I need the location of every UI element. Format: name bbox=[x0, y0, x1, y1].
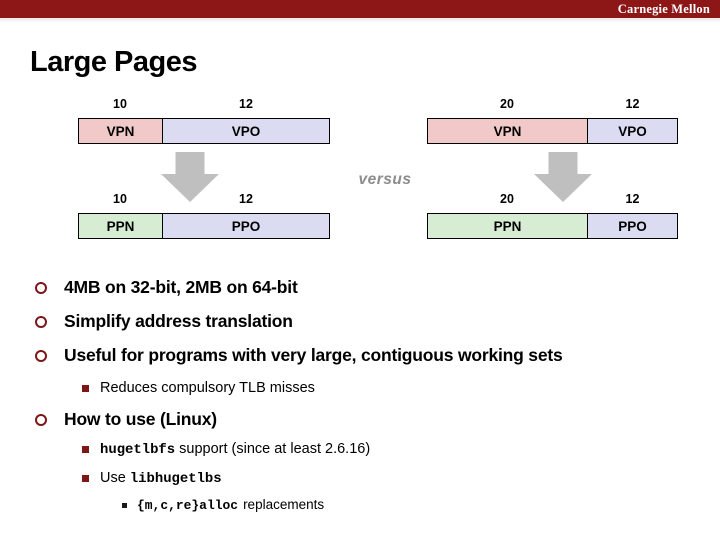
ppn-field-box: PPN bbox=[78, 213, 163, 239]
bullet-item: How to use (Linux) bbox=[35, 409, 217, 430]
bit-width-label: 12 bbox=[239, 97, 253, 111]
square-bullet-icon bbox=[82, 446, 89, 453]
ppo-field-box: PPO bbox=[587, 213, 678, 239]
vpn-field-box: VPN bbox=[78, 118, 163, 144]
sub-bullet-item: Reduces compulsory TLB misses bbox=[82, 380, 315, 396]
bullet-item: 4MB on 32-bit, 2MB on 64-bit bbox=[35, 277, 298, 298]
top-bar-shadow bbox=[0, 18, 720, 23]
top-brand-bar: Carnegie Mellon bbox=[0, 0, 720, 18]
bullet-text: hugetlbfs support (since at least 2.6.16… bbox=[100, 441, 370, 458]
code-text: {m,c,re}alloc bbox=[137, 498, 239, 513]
circle-bullet-icon bbox=[35, 414, 47, 426]
bullet-text: How to use (Linux) bbox=[64, 409, 217, 429]
bit-width-label: 10 bbox=[113, 192, 127, 206]
bit-width-label: 12 bbox=[625, 97, 640, 111]
vpn-field-box: VPN bbox=[427, 118, 588, 144]
code-text: hugetlbfs bbox=[100, 442, 176, 458]
bullet-text: Use libhugetlbs bbox=[100, 470, 222, 487]
versus-label: versus bbox=[358, 171, 412, 188]
bit-width-label: 20 bbox=[500, 97, 514, 111]
square-bullet-icon bbox=[82, 475, 89, 482]
bit-width-label: 10 bbox=[113, 97, 127, 111]
sub-sub-bullet-item: {m,c,re}alloc replacements bbox=[122, 497, 324, 513]
plain-text: Use bbox=[100, 470, 130, 486]
code-text: libhugetlbs bbox=[129, 471, 222, 487]
circle-bullet-icon bbox=[35, 350, 47, 362]
square-bullet-icon bbox=[122, 503, 127, 508]
bullet-text: Useful for programs with very large, con… bbox=[64, 345, 563, 365]
bullet-text: 4MB on 32-bit, 2MB on 64-bit bbox=[64, 277, 298, 297]
ppn-field-box: PPN bbox=[427, 213, 588, 239]
bullet-text: {m,c,re}alloc replacements bbox=[137, 497, 324, 513]
bit-width-label: 12 bbox=[625, 192, 640, 206]
sub-bullet-item: Use libhugetlbs bbox=[82, 470, 222, 487]
vpo-field-box: VPO bbox=[162, 118, 330, 144]
sub-bullet-item: hugetlbfs support (since at least 2.6.16… bbox=[82, 441, 370, 458]
square-bullet-icon bbox=[82, 385, 89, 392]
bullet-text: Simplify address translation bbox=[64, 311, 293, 331]
bit-width-label: 12 bbox=[239, 192, 253, 206]
vpo-field-box: VPO bbox=[587, 118, 678, 144]
plain-text: support (since at least 2.6.16) bbox=[175, 441, 371, 457]
page-title: Large Pages bbox=[30, 46, 197, 78]
bullet-text: Reduces compulsory TLB misses bbox=[100, 380, 315, 396]
ppo-field-box: PPO bbox=[162, 213, 330, 239]
brand-text: Carnegie Mellon bbox=[617, 1, 710, 16]
circle-bullet-icon bbox=[35, 316, 47, 328]
bullet-item: Simplify address translation bbox=[35, 311, 293, 332]
bit-width-label: 20 bbox=[500, 192, 514, 206]
plain-text: replacements bbox=[243, 497, 325, 512]
bullet-item: Useful for programs with very large, con… bbox=[35, 345, 563, 366]
circle-bullet-icon bbox=[35, 282, 47, 294]
